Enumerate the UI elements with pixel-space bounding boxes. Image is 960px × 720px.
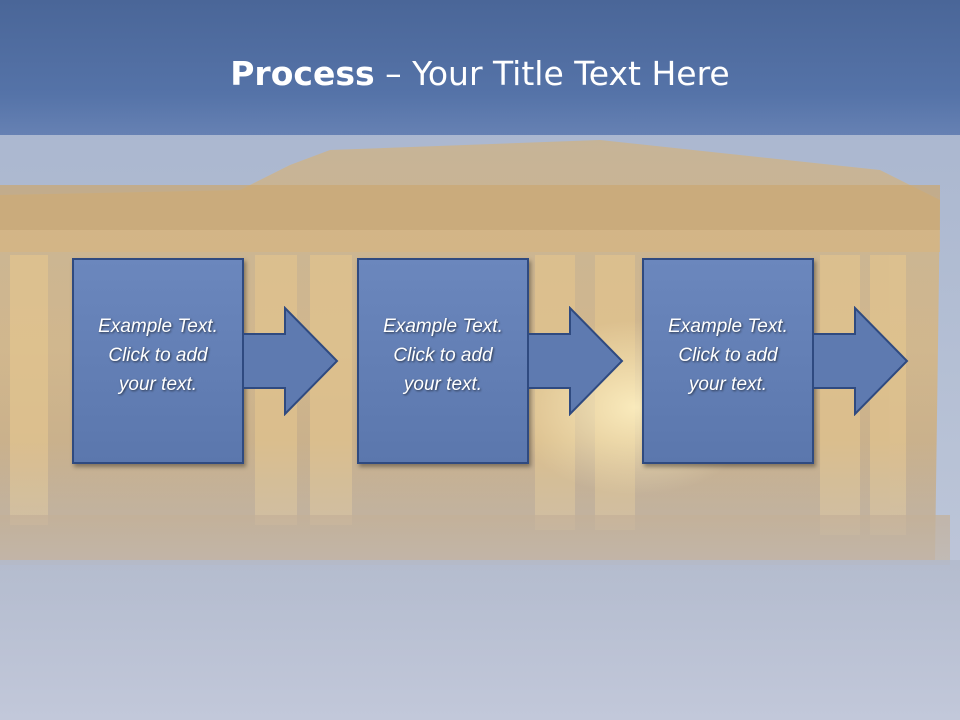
arrow-right-icon: [528, 306, 624, 416]
slide-title[interactable]: Process – Your Title Text Here: [0, 50, 960, 98]
step-1-line-3: your text.: [118, 374, 198, 395]
step-3-line-1: Example Text.: [668, 316, 788, 337]
step-1-line-1: Example Text.: [98, 316, 218, 337]
process-step-2[interactable]: Example Text. Click to add your text.: [357, 258, 529, 464]
step-text-2: Example Text. Click to add your text.: [359, 312, 527, 399]
arrow-right-icon: [243, 306, 339, 416]
step-2-line-2: Click to add: [393, 345, 493, 366]
arrow-right-icon: [813, 306, 909, 416]
step-3-line-3: your text.: [688, 374, 768, 395]
process-step-3[interactable]: Example Text. Click to add your text.: [642, 258, 814, 464]
step-text-1: Example Text. Click to add your text.: [74, 312, 242, 399]
step-2-line-1: Example Text.: [383, 316, 503, 337]
step-3-line-2: Click to add: [678, 345, 778, 366]
title-bold-text: Process: [230, 54, 375, 93]
step-2-line-3: your text.: [403, 374, 483, 395]
step-text-3: Example Text. Click to add your text.: [644, 312, 812, 399]
title-rest-text: – Your Title Text Here: [374, 54, 730, 93]
process-step-1[interactable]: Example Text. Click to add your text.: [72, 258, 244, 464]
title-band: Process – Your Title Text Here: [0, 0, 960, 135]
step-1-line-2: Click to add: [108, 345, 208, 366]
